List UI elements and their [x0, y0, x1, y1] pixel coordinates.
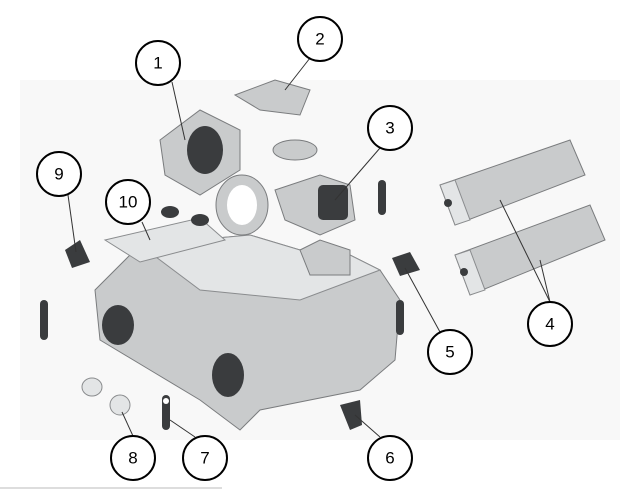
bracket-6: [340, 400, 362, 430]
callout-4: 4: [527, 301, 573, 347]
svg-text:6: 6: [385, 449, 394, 468]
callout-5: 5: [427, 329, 473, 375]
elbow-flange-2: [233, 79, 311, 116]
intercooler-lower-4: [454, 204, 606, 296]
intercooler-upper-4: [439, 139, 586, 226]
intake-manifold-housing: [94, 234, 401, 431]
sensor-9: [65, 240, 90, 268]
leader-lines: [67, 57, 551, 438]
svg-text:5: 5: [445, 343, 454, 362]
callout-6: 6: [367, 435, 413, 481]
svg-text:2: 2: [315, 30, 324, 49]
brackets-side: [40, 180, 404, 340]
svg-text:1: 1: [153, 54, 162, 73]
callout-8: 8: [110, 435, 156, 481]
svg-text:8: 8: [128, 449, 137, 468]
svg-text:3: 3: [385, 119, 394, 138]
bracket-7: [162, 395, 170, 430]
sensor-5: [392, 252, 420, 276]
cover-plate-10: [103, 206, 227, 263]
callout-2: 2: [297, 16, 343, 62]
callout-9: 9: [36, 151, 82, 197]
svg-text:9: 9: [54, 165, 63, 184]
callout-3: 3: [367, 105, 413, 151]
callout-7: 7: [182, 435, 228, 481]
callout-10: 10: [105, 179, 151, 225]
bushings-8: [81, 377, 131, 416]
svg-text:10: 10: [119, 193, 138, 212]
svg-text:7: 7: [200, 449, 209, 468]
svg-text:4: 4: [545, 315, 554, 334]
callout-1: 1: [135, 40, 181, 86]
flange-ring: [215, 139, 318, 236]
throttle-body-1: [159, 109, 241, 196]
